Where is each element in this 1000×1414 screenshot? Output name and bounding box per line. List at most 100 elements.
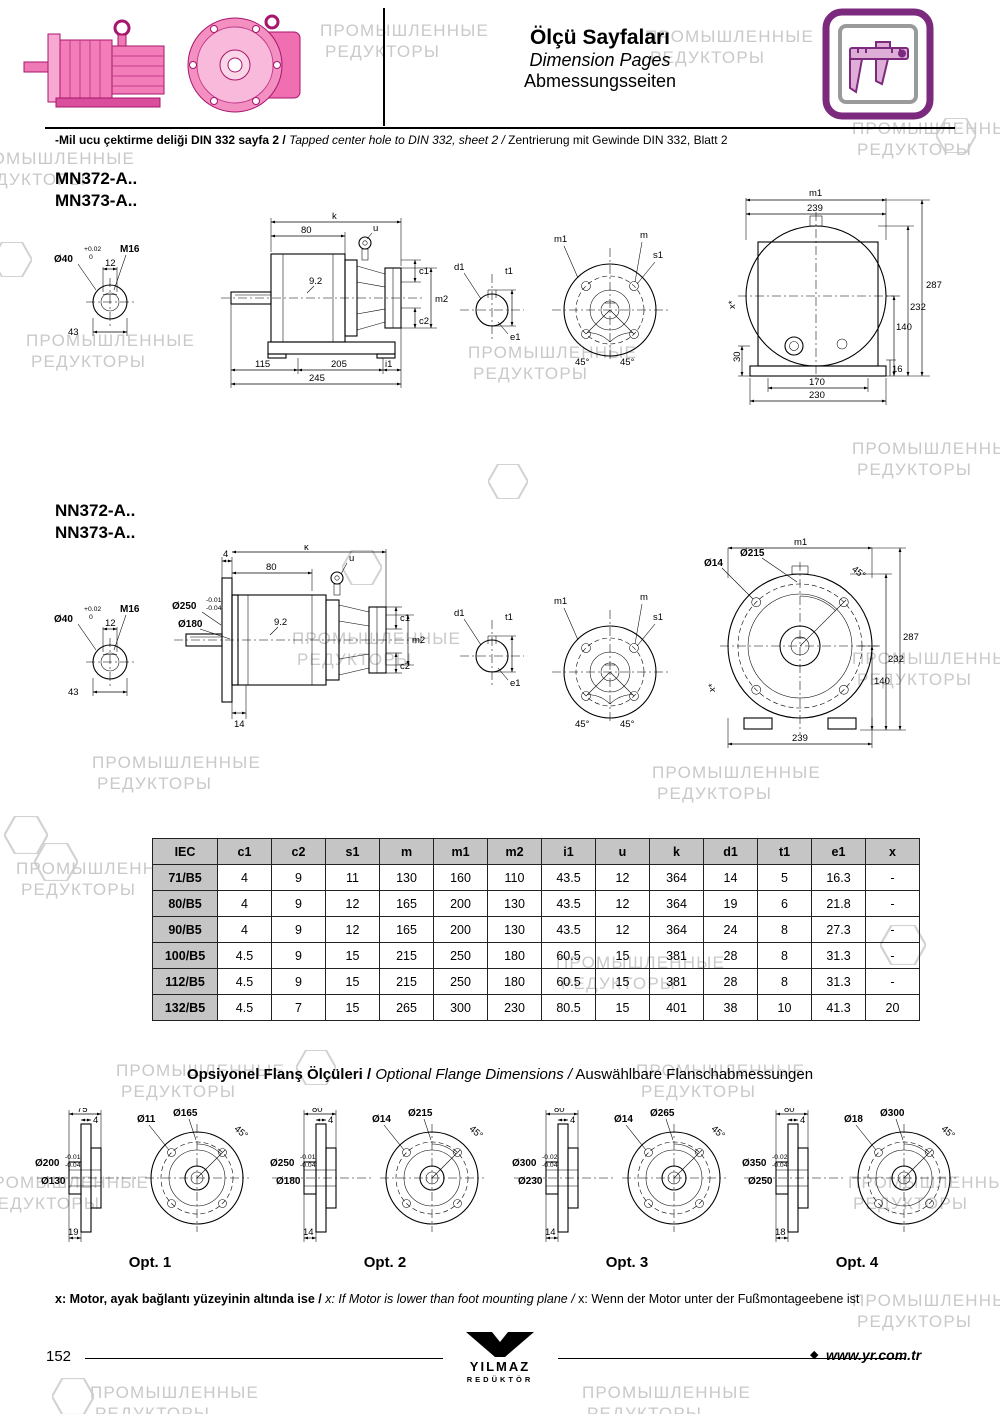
dimension-value: 14: [703, 864, 758, 891]
flange-option-3-drawing: 80 4 Ø300 -0.02 -0.04 Ø230 14 Ø14 Ø265 4…: [512, 1108, 727, 1242]
flange-option-1-drawing: 75 4 Ø200 -0.01 -0.04 Ø130 19 Ø11 Ø165 4…: [35, 1108, 250, 1242]
x-footnote-en: x: If Motor is lower than foot mounting …: [325, 1292, 575, 1306]
column-header: k: [649, 838, 704, 865]
drawing-dims: m1 m s1 45° 45°: [554, 230, 663, 368]
dim-label: m1: [554, 234, 567, 245]
dimension-value: 165: [379, 890, 434, 917]
dim-label: 4: [328, 1115, 333, 1126]
dim-label: m: [640, 592, 648, 603]
drawing-dims: 80 4 Ø350 -0.02 -0.04 Ø250 18 Ø18 Ø300 4…: [742, 1108, 957, 1242]
drawing-outline: [221, 236, 425, 359]
product-photo-side-view: [23, 19, 165, 108]
product-photos: [23, 14, 301, 113]
model-label-mn373: MN373-A..: [55, 191, 138, 210]
opt-1-label: Opt. 1: [128, 1254, 172, 1271]
dim-label: 45°: [575, 357, 590, 368]
column-header: i1: [541, 838, 596, 865]
row-label: 112/B5: [152, 968, 218, 995]
opt-4-label: Opt. 4: [835, 1254, 879, 1271]
dimension-value: -: [865, 864, 920, 891]
dim-label: 43: [68, 687, 79, 698]
dimension-value: 24: [703, 916, 758, 943]
dim-label: 45°: [849, 564, 867, 582]
dim-label: c2: [400, 661, 410, 672]
row-label: 132/B5: [152, 994, 218, 1021]
dim-label: 80: [784, 1108, 795, 1115]
model-label-mn372: MN372-A..: [55, 169, 138, 188]
dim-label: 245: [309, 373, 325, 384]
dim-label: Ø215: [408, 1108, 433, 1119]
dimension-value: 381: [649, 968, 704, 995]
dimension-value: 8: [757, 916, 812, 943]
dimension-value: 180: [487, 968, 542, 995]
page-title-en: Dimension Pages: [529, 50, 671, 70]
dim-label: 45°: [232, 1124, 250, 1142]
dimension-value: 31.3: [811, 968, 866, 995]
dim-label: -0.04: [206, 605, 222, 612]
dim-label: 4: [800, 1115, 805, 1126]
dimension-value: 265: [379, 994, 434, 1021]
dim-label: d1: [454, 608, 465, 619]
dimension-value: 9: [271, 942, 326, 969]
drawing-dims: k 80 u 9.2 c1 m2 c2 115 20: [230, 212, 448, 388]
diamond-icon: ◆: [810, 1349, 819, 1361]
dim-label: 4: [223, 549, 228, 560]
dim-label: -0.04: [300, 1162, 316, 1169]
column-header: c1: [217, 838, 272, 865]
dim-label: t1: [505, 266, 513, 277]
dim-label: d1: [454, 262, 465, 273]
dim-label: s1: [653, 250, 663, 261]
dimension-value: 4: [217, 916, 272, 943]
dimension-value: 27.3: [811, 916, 866, 943]
dimension-value: 200: [433, 890, 488, 917]
dim-label: 45°: [467, 1124, 485, 1142]
dimension-value: 43.5: [541, 864, 596, 891]
dim-label: +0.02: [84, 606, 101, 613]
dim-label: 287: [926, 280, 942, 291]
dimension-value: 15: [325, 968, 380, 995]
dim-label: 43: [68, 327, 79, 338]
mn-rear-view: m1 239 287 232 140 30 x* 16 170: [727, 188, 942, 405]
dimension-value: 8: [757, 942, 812, 969]
dimension-value: 5: [757, 864, 812, 891]
flange-title-tr: Opsiyonel Flanş Ölçüleri /: [186, 1066, 372, 1083]
dim-label: 75: [77, 1108, 88, 1115]
dim-label: 4: [93, 1115, 98, 1126]
product-photo-front-view: [187, 14, 301, 113]
column-header: m1: [433, 838, 488, 865]
row-label: 100/B5: [152, 942, 218, 969]
drawing-dims: 4 k 80 u 9.2 Ø250 -0.01 -0.04 Ø180 c1 m2: [172, 545, 425, 730]
dimension-value: 38: [703, 994, 758, 1021]
column-header: u: [595, 838, 650, 865]
dimension-value: 250: [433, 968, 488, 995]
dim-label: m1: [794, 537, 807, 548]
dimension-value: 31.3: [811, 942, 866, 969]
dim-label: 0: [89, 254, 93, 261]
dim-label: s1: [653, 612, 663, 623]
hexagon-watermark-icon: [936, 118, 976, 153]
dimension-value: 130: [487, 890, 542, 917]
nn-front-view: m1 m s1 45° 45°: [552, 592, 668, 730]
dim-label: Ø300: [880, 1108, 905, 1119]
dim-label: 287: [903, 632, 919, 643]
dim-label: 80: [266, 562, 277, 573]
dim-label: 230: [809, 390, 825, 401]
dim-label: 0: [89, 614, 93, 621]
dim-label: 45°: [620, 357, 635, 368]
website-url[interactable]: www.yr.com.tr: [826, 1347, 922, 1363]
dimension-value: 80.5: [541, 994, 596, 1021]
dimension-value: 364: [649, 916, 704, 943]
dim-label: u: [373, 223, 378, 234]
dim-label: Ø130: [41, 1176, 66, 1187]
dim-label: 14: [303, 1227, 314, 1238]
dimension-value: 160: [433, 864, 488, 891]
